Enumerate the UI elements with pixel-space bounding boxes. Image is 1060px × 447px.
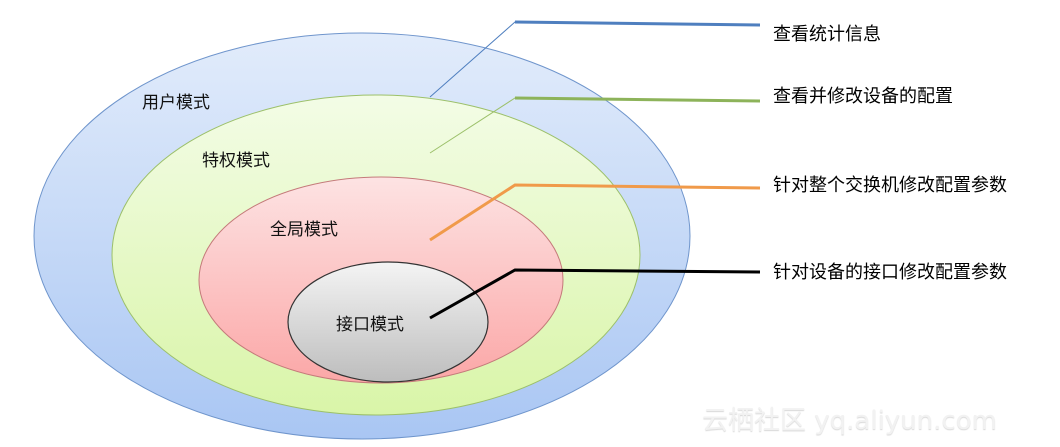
interface-mode-description: 针对设备的接口修改配置参数 — [773, 262, 1007, 283]
user-mode-label: 用户模式 — [142, 93, 210, 113]
interface-mode-callout-line — [429, 268, 761, 320]
user-mode-description: 查看统计信息 — [773, 24, 881, 45]
privileged-mode-label: 特权模式 — [202, 151, 270, 171]
global-mode-description: 针对整个交换机修改配置参数 — [773, 175, 1007, 196]
interface-mode-ellipse — [287, 261, 489, 383]
privileged-mode-description: 查看并修改设备的配置 — [773, 86, 953, 107]
interface-mode-label: 接口模式 — [336, 315, 404, 335]
global-mode-callout-line — [429, 183, 761, 242]
global-mode-label: 全局模式 — [270, 220, 338, 240]
watermark: 云栖社区 yq.aliyun.com — [702, 406, 997, 436]
